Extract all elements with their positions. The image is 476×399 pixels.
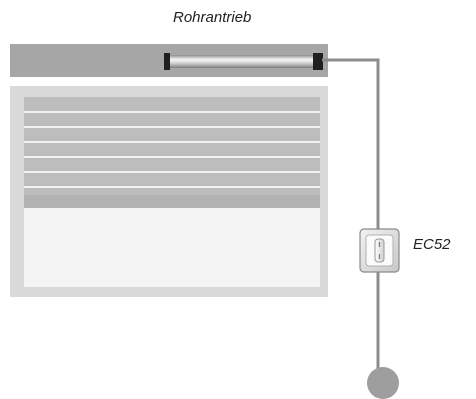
shutter-curtain: [24, 97, 320, 208]
bottom-slat: [24, 195, 320, 208]
switch-label: EC52: [413, 236, 451, 253]
wall-switch-icon: [359, 228, 400, 273]
motor-label: Rohrantrieb: [173, 9, 252, 26]
cable: [322, 58, 380, 232]
tubular-motor-icon: [164, 53, 323, 70]
power-source-icon: [367, 367, 399, 399]
